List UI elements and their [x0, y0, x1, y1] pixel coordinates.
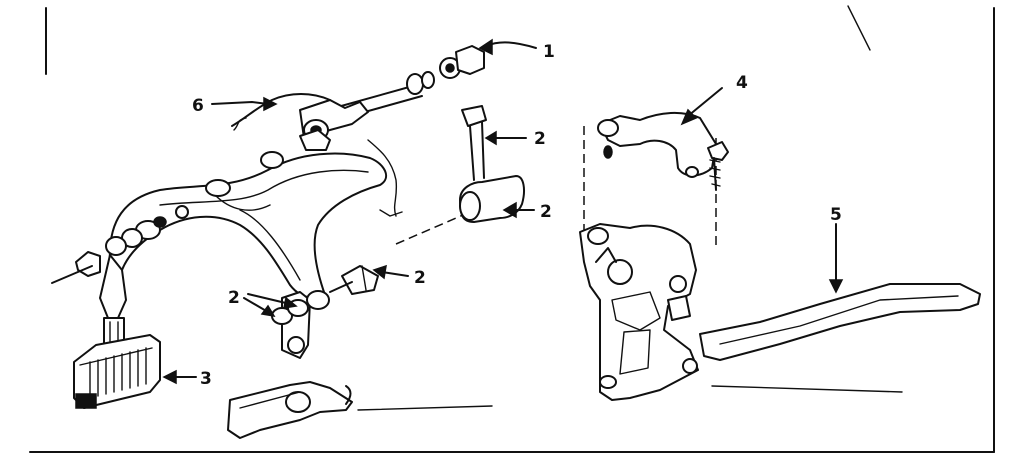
center-bolt — [260, 45, 485, 169]
callout-2-washers: 2 — [228, 288, 240, 308]
callout-3: 3 — [200, 369, 212, 389]
callouts: 1 2 2 2 2 3 4 5 6 — [162, 38, 844, 389]
kickstand-bracket — [579, 223, 699, 401]
left-brake-shoe — [73, 317, 161, 409]
kickstand-clamp-assembly — [579, 112, 981, 401]
callout-2-bolt: 2 — [534, 129, 546, 149]
frame-lines — [29, 5, 995, 453]
kickstand-leg — [699, 283, 981, 393]
right-brake-shoe — [227, 290, 493, 439]
brake-cable — [231, 93, 471, 245]
callout-4: 4 — [736, 73, 748, 93]
callout-5: 5 — [830, 205, 842, 225]
adjuster-barrel — [459, 105, 525, 223]
callout-2-barrel: 2 — [540, 202, 552, 222]
callout-6: 6 — [192, 96, 204, 116]
callout-1: 1 — [543, 42, 555, 62]
caliper-brake-assembly — [51, 45, 525, 439]
top-clamp — [597, 112, 729, 191]
mount-bolt — [329, 265, 379, 295]
callout-2-mount: 2 — [414, 268, 426, 288]
